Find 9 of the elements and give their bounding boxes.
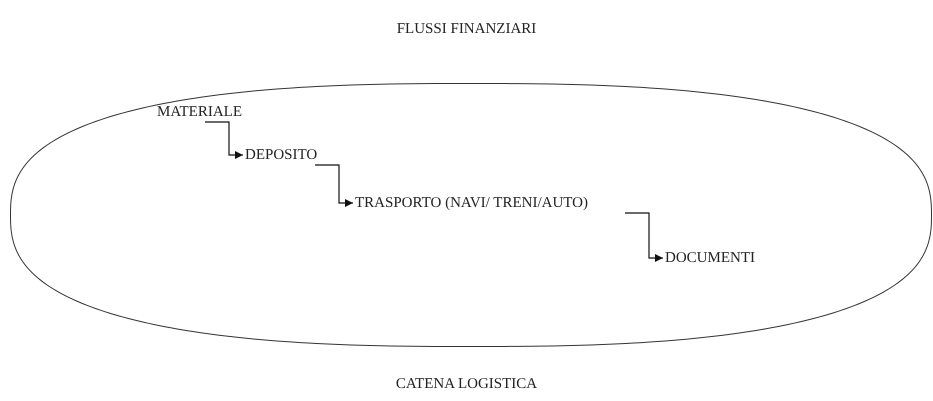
elbow-arrow	[205, 121, 243, 159]
step-label: DOCUMENTI	[665, 250, 755, 266]
step-label: DEPOSITO	[245, 147, 318, 163]
step-label: MATERIALE	[157, 104, 242, 120]
step-label: TRASPORTO (NAVI/ TRENI/AUTO)	[355, 195, 588, 211]
heading-text: CATENA LOGISTICA	[396, 376, 538, 392]
elbow-arrow	[625, 212, 663, 262]
elbow-arrow	[315, 164, 353, 207]
heading-text: FLUSSI FINANZIARI	[396, 21, 536, 37]
